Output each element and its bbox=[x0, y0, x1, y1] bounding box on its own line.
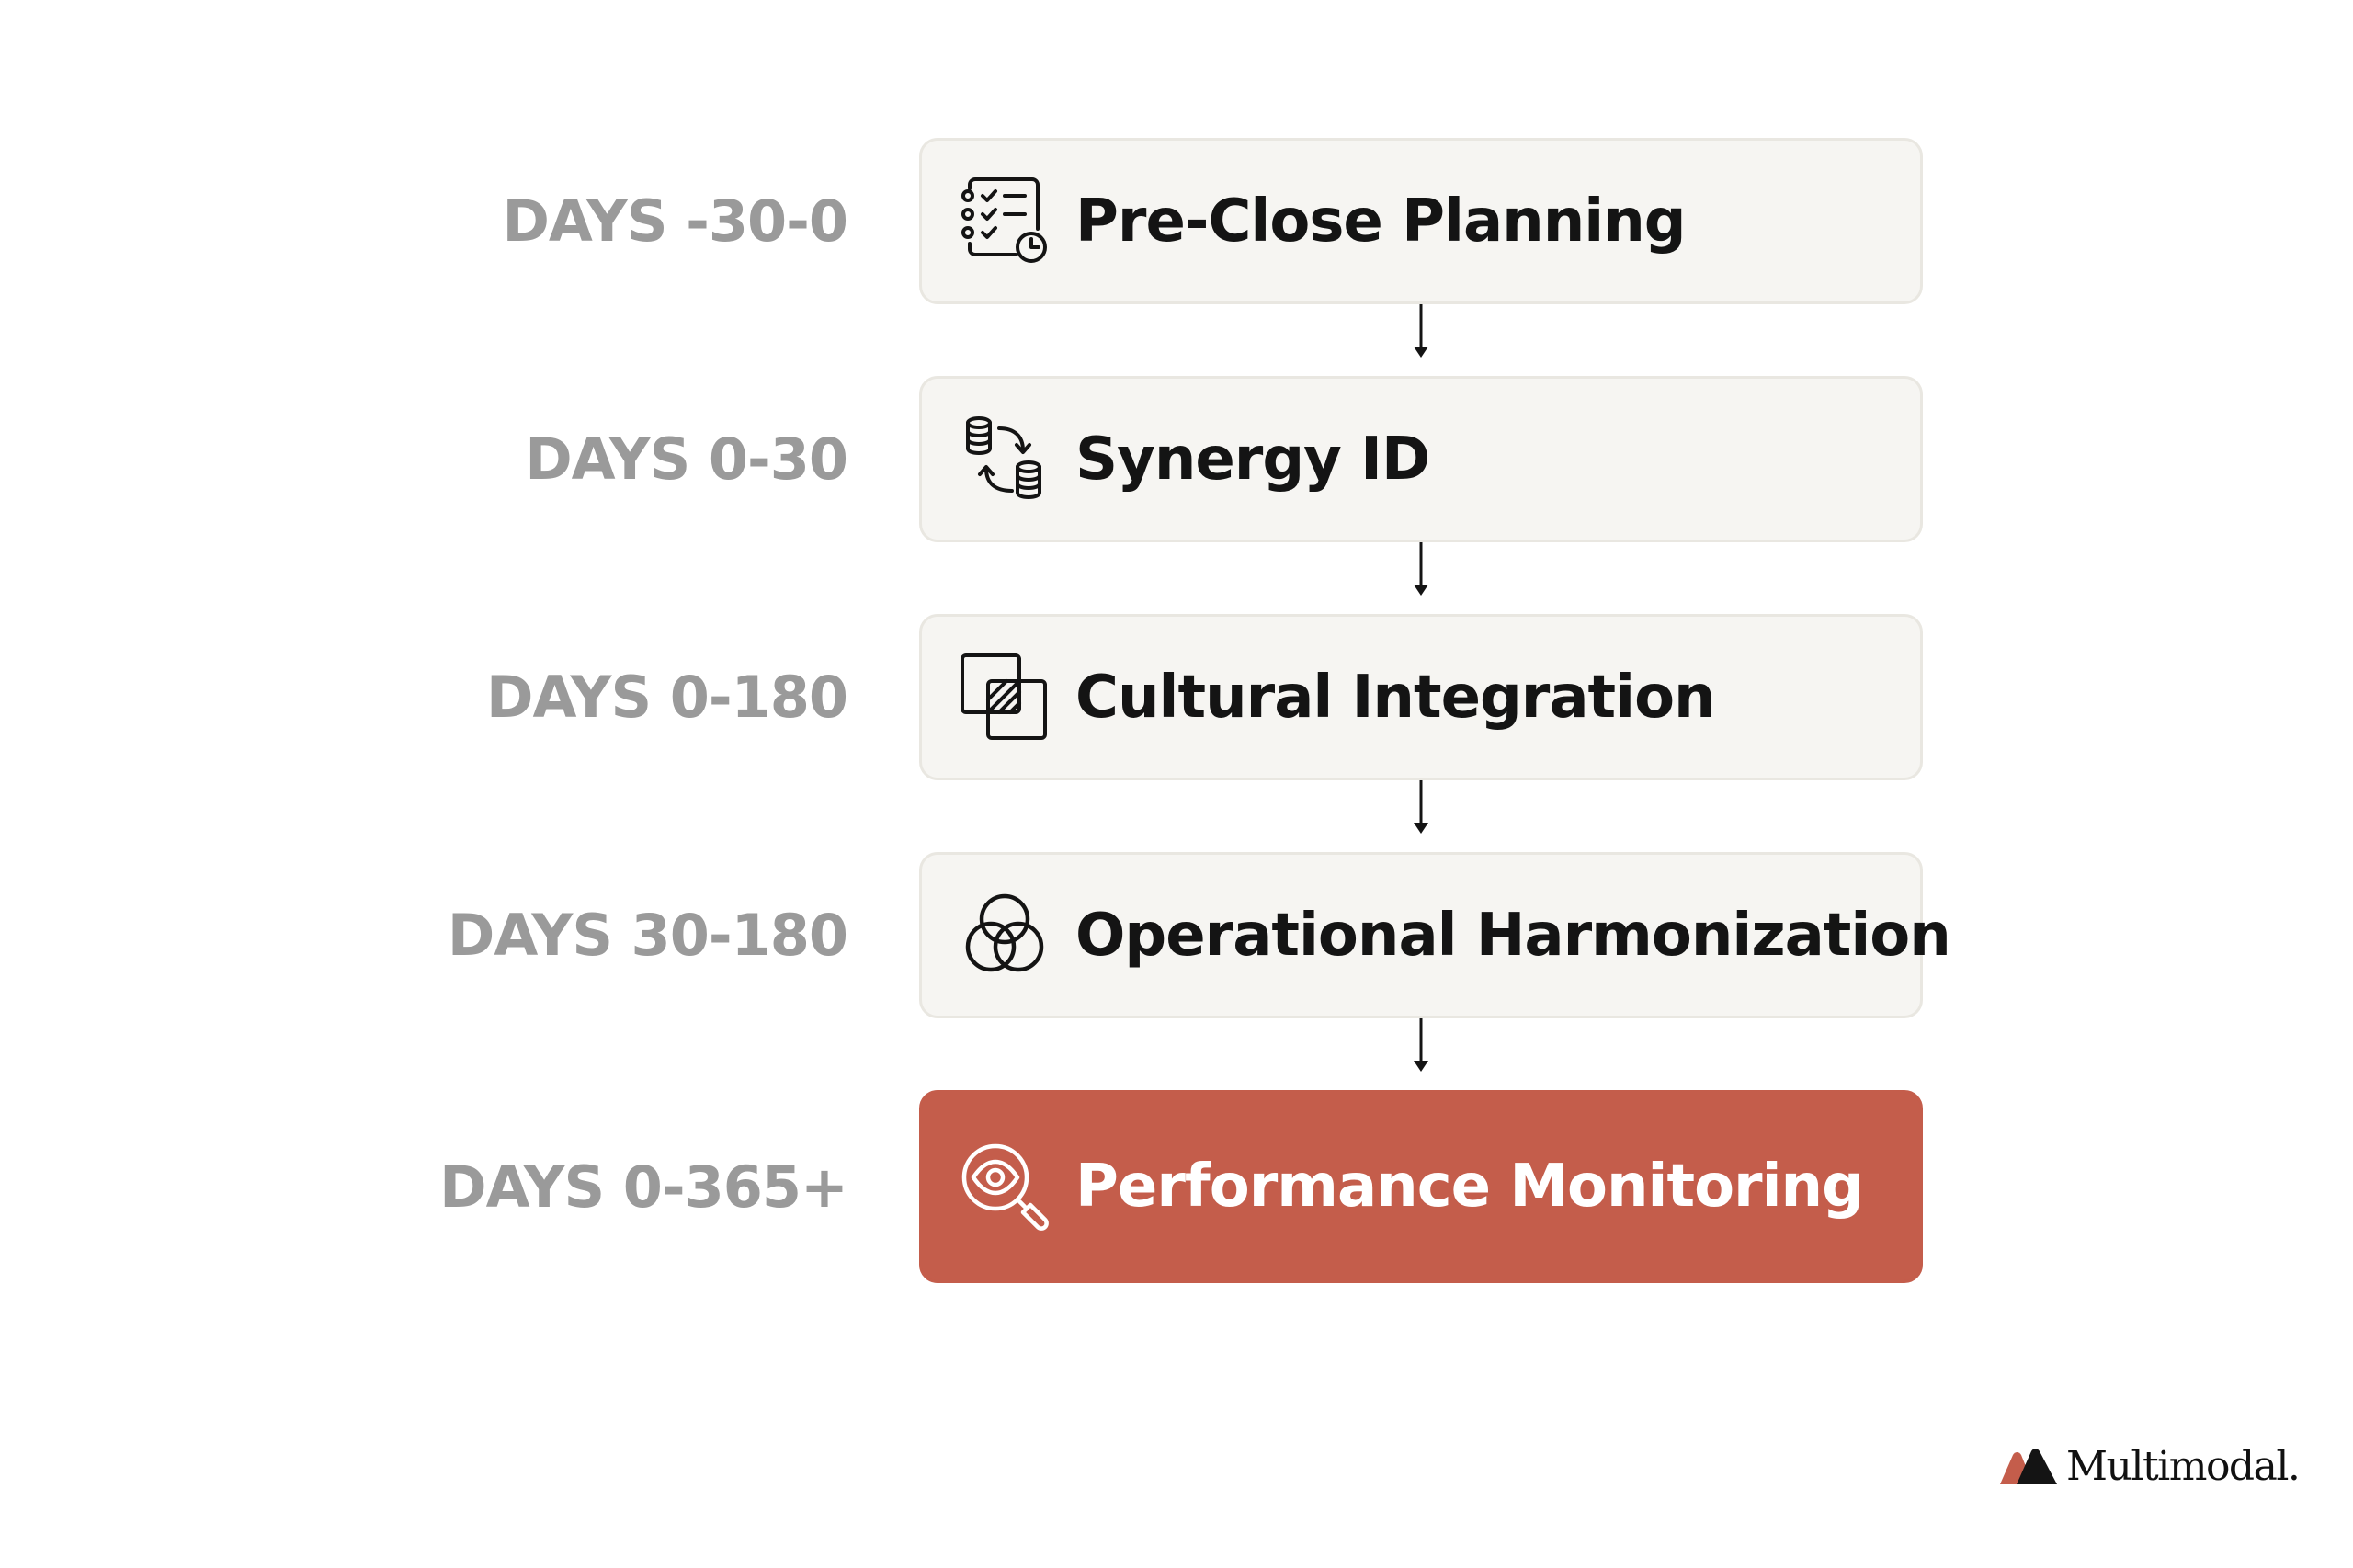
stage-pre-close-planning: DAYS -30-0 Pre-Close Planning bbox=[0, 138, 2353, 304]
stage-days-label: DAYS 0-180 bbox=[486, 664, 848, 731]
down-arrow-icon bbox=[1414, 780, 1428, 834]
stage-days-label: DAYS 30-180 bbox=[447, 902, 848, 969]
stage-performance-monitoring: DAYS 0-365+ Performance Monitoring bbox=[0, 1090, 2353, 1283]
stage-operational-harmonization: DAYS 30-180 Operational Harmonization bbox=[0, 852, 2353, 1018]
step-box: Operational Harmonization bbox=[919, 852, 1951, 1018]
step-box: Pre-Close Planning bbox=[919, 138, 1923, 304]
down-arrow-icon bbox=[1414, 304, 1428, 358]
stage-days-label: DAYS 0-365+ bbox=[439, 1153, 848, 1221]
step-box-highlighted: Performance Monitoring bbox=[919, 1090, 1923, 1283]
overlapping-squares-icon bbox=[961, 653, 1047, 740]
checklist-clock-icon bbox=[961, 176, 1047, 263]
three-circles-icon bbox=[965, 893, 1044, 971]
step-title: Cultural Integration bbox=[1075, 663, 1716, 732]
step-box: Cultural Integration bbox=[919, 614, 1923, 780]
brand-logo: Multimodal. bbox=[1996, 1438, 2301, 1494]
down-arrow-icon bbox=[1414, 542, 1428, 596]
eye-magnifier-icon bbox=[961, 1143, 1049, 1231]
stage-synergy-id: DAYS 0-30 Synergy ID bbox=[0, 376, 2353, 542]
step-box: Synergy ID bbox=[919, 376, 1923, 542]
step-title: Synergy ID bbox=[1075, 425, 1430, 494]
stage-cultural-integration: DAYS 0-180 Cultural Integration bbox=[0, 614, 2353, 780]
brand-name: Multimodal. bbox=[2066, 1442, 2301, 1490]
database-sync-icon bbox=[966, 415, 1041, 499]
multimodal-logo-icon bbox=[2000, 1449, 2057, 1484]
step-title: Performance Monitoring bbox=[1075, 1153, 1864, 1221]
down-arrow-icon bbox=[1414, 1018, 1428, 1072]
step-title: Operational Harmonization bbox=[1075, 901, 1951, 970]
step-title: Pre-Close Planning bbox=[1075, 187, 1687, 256]
stage-days-label: DAYS -30-0 bbox=[502, 187, 848, 255]
stage-days-label: DAYS 0-30 bbox=[525, 426, 848, 493]
